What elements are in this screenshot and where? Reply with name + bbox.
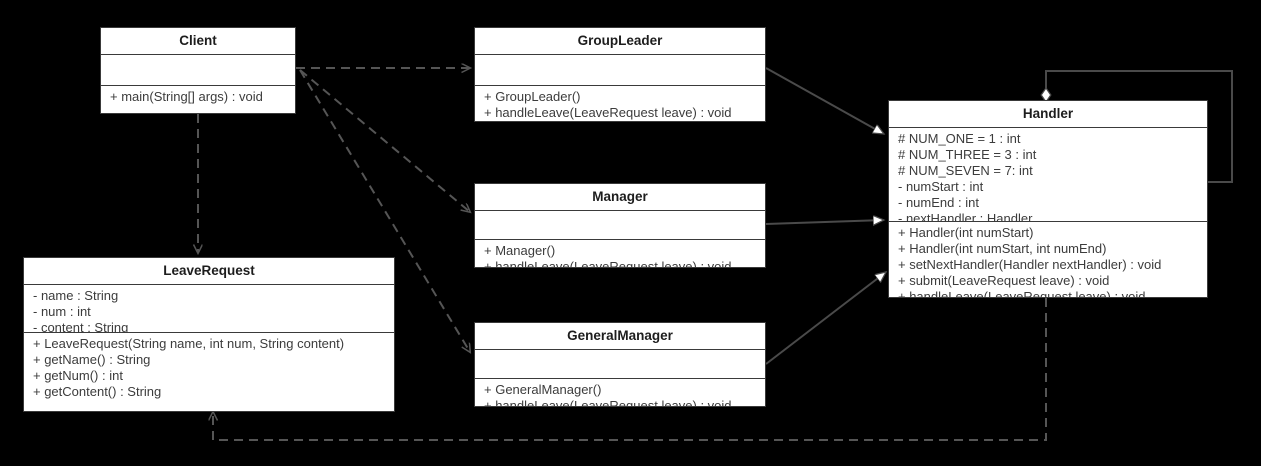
attribute-row: # NUM_SEVEN = 7: int <box>898 163 1033 178</box>
operation-row: + Manager() <box>484 243 556 258</box>
operation-row: + getName() : String <box>33 352 151 367</box>
class-attributes-generalmanager <box>475 350 765 379</box>
operation-row: + LeaveRequest(String name, int num, Str… <box>33 336 345 351</box>
operation-row: + main(String[] args) : void <box>110 89 263 104</box>
class-title-handler: Handler <box>889 101 1207 128</box>
attribute-row: - numEnd : int <box>898 195 979 210</box>
class-title-generalmanager: GeneralManager <box>475 323 765 350</box>
class-operations-manager: + Manager() + handleLeave(LeaveRequest l… <box>475 240 765 268</box>
class-attributes-handler: # NUM_ONE = 1 : int # NUM_THREE = 3 : in… <box>889 128 1207 222</box>
class-operations-leaverequest: + LeaveRequest(String name, int num, Str… <box>24 333 394 400</box>
operation-row: + submit(LeaveRequest leave) : void <box>898 273 1110 288</box>
class-title-client: Client <box>101 28 295 55</box>
class-box-manager[interactable]: Manager + Manager() + handleLeave(LeaveR… <box>474 183 766 268</box>
attribute-row: # NUM_THREE = 3 : int <box>898 147 1037 162</box>
class-box-leaverequest[interactable]: LeaveRequest - name : String - num : int… <box>23 257 395 412</box>
class-title-manager: Manager <box>475 184 765 211</box>
operation-row: + GroupLeader() <box>484 89 581 104</box>
attribute-row: - content : String <box>33 320 129 333</box>
class-title-leaverequest: LeaveRequest <box>24 258 394 285</box>
operation-row: + getNum() : int <box>33 368 123 383</box>
operation-row: + GeneralManager() <box>484 382 602 397</box>
class-operations-groupleader: + GroupLeader() + handleLeave(LeaveReque… <box>475 86 765 121</box>
attribute-row: - name : String <box>33 288 119 303</box>
operation-row: + handleLeave(LeaveRequest leave) : void <box>898 289 1146 298</box>
operation-row: + handleLeave(LeaveRequest leave) : void <box>484 398 732 407</box>
attribute-row: - numStart : int <box>898 179 984 194</box>
operation-row: + Handler(int numStart, int numEnd) <box>898 241 1107 256</box>
operation-row: + handleLeave(LeaveRequest leave) : void <box>484 105 732 120</box>
attribute-row: # NUM_ONE = 1 : int <box>898 131 1021 146</box>
edge-manager-handler <box>765 220 884 224</box>
attribute-row: - nextHandler : Handler <box>898 211 1033 222</box>
class-operations-generalmanager: + GeneralManager() + handleLeave(LeaveRe… <box>475 379 765 407</box>
attribute-row: - num : int <box>33 304 91 319</box>
class-title-groupleader: GroupLeader <box>475 28 765 55</box>
edge-client-manager <box>299 69 470 212</box>
edge-groupleader-handler <box>765 67 884 135</box>
class-box-handler[interactable]: Handler # NUM_ONE = 1 : int # NUM_THREE … <box>888 100 1208 298</box>
edge-generalmanager-handler <box>765 272 886 365</box>
operation-row: + handleLeave(LeaveRequest leave) : void <box>484 259 732 268</box>
operation-row: + getContent() : String <box>33 384 162 399</box>
class-operations-handler: + Handler(int numStart) + Handler(int nu… <box>889 222 1207 298</box>
class-operations-client: + main(String[] args) : void <box>101 86 295 105</box>
class-attributes-leaverequest: - name : String - num : int - content : … <box>24 285 394 333</box>
class-box-groupleader[interactable]: GroupLeader + GroupLeader() + handleLeav… <box>474 27 766 122</box>
class-box-generalmanager[interactable]: GeneralManager + GeneralManager() + hand… <box>474 322 766 407</box>
operation-row: + setNextHandler(Handler nextHandler) : … <box>898 257 1162 272</box>
class-box-client[interactable]: Client + main(String[] args) : void <box>100 27 296 114</box>
class-attributes-groupleader <box>475 55 765 86</box>
operation-row: + Handler(int numStart) <box>898 225 1034 240</box>
class-attributes-manager <box>475 211 765 240</box>
class-attributes-client <box>101 55 295 86</box>
